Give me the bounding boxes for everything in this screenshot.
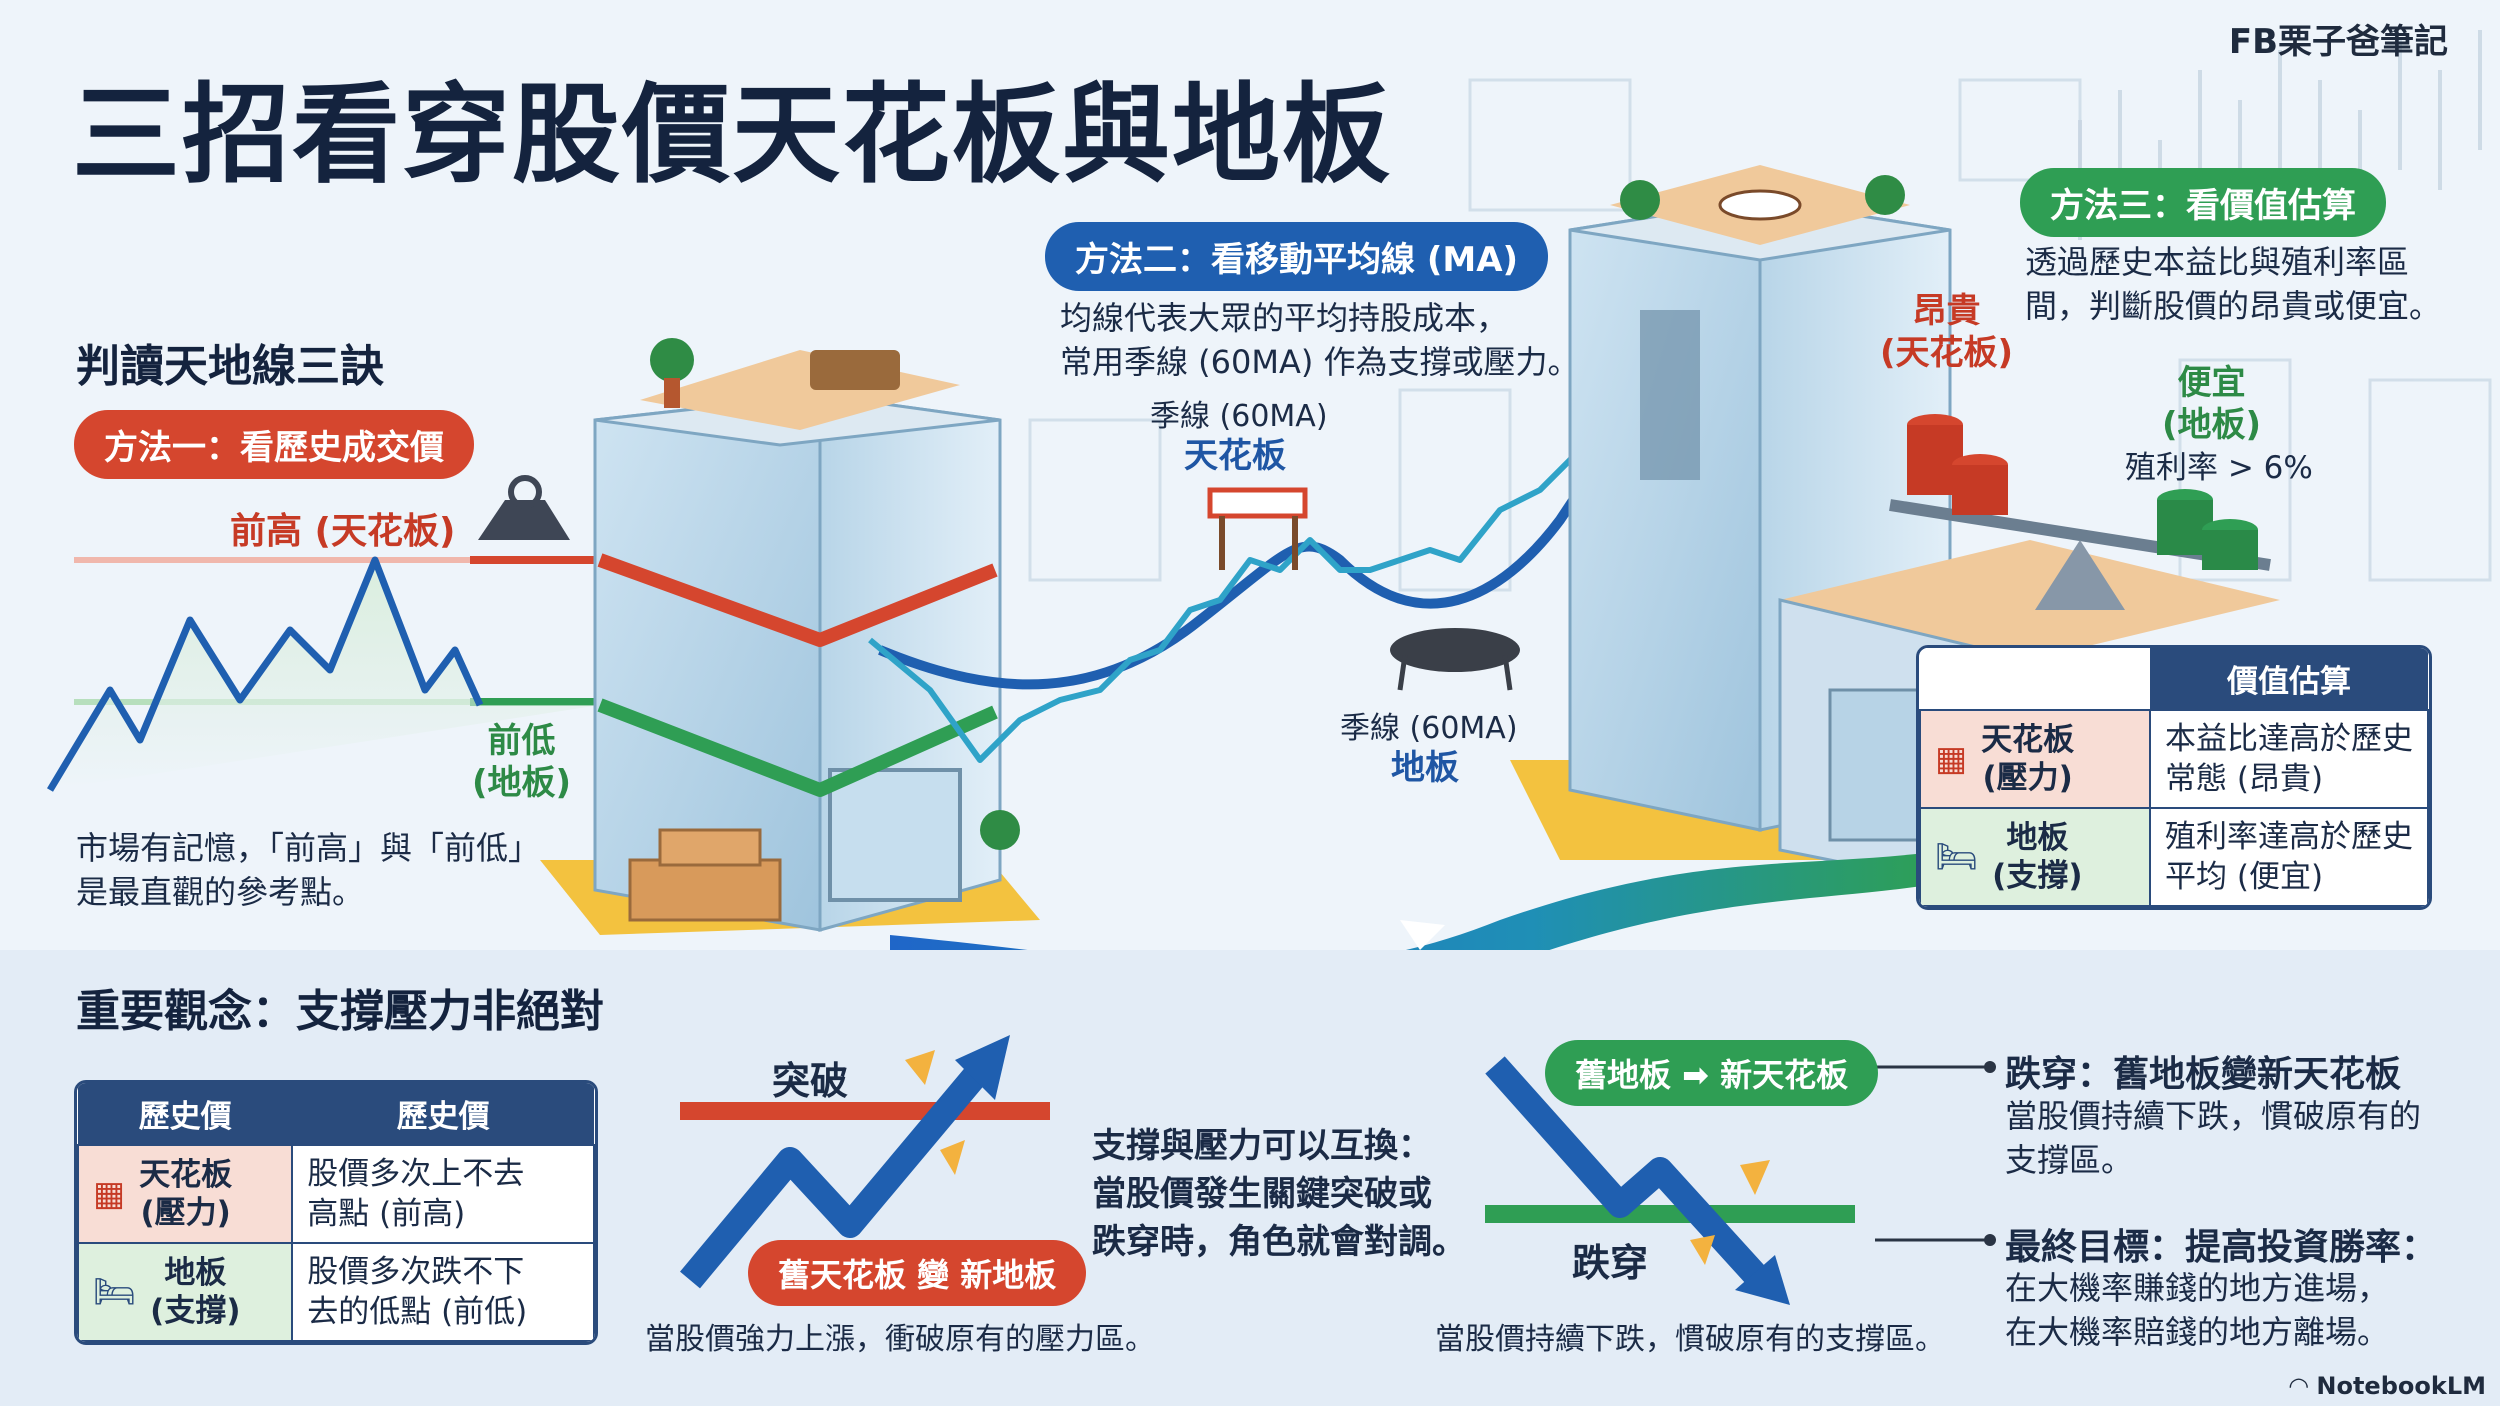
concept-row-text: 股價多次上不去 高點 (前高) — [291, 1144, 595, 1244]
section1-heading: 判讀天地線三訣 — [76, 341, 384, 392]
method3-label: 方法三：看價值估算 — [2020, 168, 2386, 237]
concept-table-header: 歷史價 — [292, 1083, 594, 1145]
breakdown-caption: 當股價持續下跌，慣破原有的支撐區。 — [1435, 1322, 1945, 1357]
value-row-label: 地板 (支撐) — [1992, 820, 2083, 894]
concept-row-label: 地板 (支撐) — [150, 1255, 241, 1329]
value-row-label: 天花板 (壓力) — [1981, 722, 2075, 796]
breakout-label: 突破 — [772, 1059, 849, 1103]
trampoline-icon — [1390, 628, 1520, 691]
expensive-label: 昂貴 (天花板) — [1880, 291, 2014, 373]
breakout-diagram — [680, 1035, 1050, 1289]
barrier-icon — [1207, 487, 1308, 570]
brand-label: FB栗子爸筆記 — [2228, 22, 2448, 62]
history-chart — [46, 556, 610, 792]
cheap-label: 便宜 (地板) — [2162, 363, 2262, 445]
breakdown-diagram — [1485, 1056, 1855, 1305]
ma-ceiling-line1: 季線 (60MA) — [1150, 399, 1328, 434]
ma-floor-label: 季線 (60MA) 地板 — [1340, 710, 1518, 788]
page-title: 三招看穿股價天花板與地板 — [72, 73, 1393, 198]
old-ceiling-new-floor: 舊天花板 變 新地板 — [748, 1240, 1087, 1306]
concept-table: 歷史價 歷史價 ▦ 天花板 (壓力) 股價多次上不去 高點 (前高) 🛏 地板 … — [74, 1080, 598, 1345]
breakdown-desc: 當股價持續下跌，慣破原有的 支撐區。 — [2005, 1097, 2422, 1179]
prev-high-label: 前高 (天花板) — [230, 511, 456, 552]
bed-icon: 🛏 — [1935, 837, 1979, 877]
breakdown-title: 跌穿：舊地板變新天花板 — [2005, 1054, 2402, 1095]
breakout-caption: 當股價強力上漲，衝破原有的壓力區。 — [645, 1322, 1155, 1357]
notebook-icon: ◠ — [2289, 1372, 2309, 1400]
green-coins-icon — [2157, 489, 2258, 570]
bottom-illustration — [680, 1035, 1996, 1305]
old-floor-new-ceiling: 舊地板 ➡ 新天花板 — [1545, 1040, 1879, 1106]
concept-row-label: 天花板 (壓力) — [139, 1157, 233, 1231]
goal-title: 最終目標：提高投資勝率： — [2005, 1227, 2438, 1268]
ma-floor-line1: 季線 (60MA) — [1340, 711, 1518, 746]
ma-ceiling-label: 季線 (60MA) 天花板 — [1150, 398, 1328, 476]
concept-heading: 重要觀念：支撐壓力非絕對 — [76, 986, 604, 1037]
breakdown-label: 跌穿 — [1572, 1241, 1649, 1285]
bed-icon: 🛏 — [93, 1272, 137, 1312]
method1-label: 方法一：看歷史成交價 — [74, 410, 474, 479]
right-building — [1510, 165, 2280, 902]
footer-label: NotebookLM — [2316, 1372, 2486, 1400]
concept-row-text: 股價多次跌不下 去的低點 (前低) — [291, 1242, 595, 1342]
building-bars — [597, 553, 998, 797]
swap-text: 支撐與壓力可以互換： 當股價發生關鍵突破或 跌穿時，角色就會對調。 — [1092, 1126, 1466, 1262]
value-row-text: 殖利率達高於歷史 平均 (便宜) — [2149, 807, 2429, 907]
weight-icon — [478, 475, 570, 540]
ma-floor-line2: 地板 — [1391, 748, 1459, 788]
method2-desc: 均線代表大眾的平均持股成本， 常用季線 (60MA) 作為支撐或壓力。 — [1060, 299, 1580, 381]
bricks-icon: ▦ — [93, 1174, 126, 1214]
concept-table-header: 歷史價 — [78, 1083, 293, 1145]
bricks-icon: ▦ — [1935, 739, 1968, 779]
goal-desc: 在大機率賺錢的地方進場， 在大機率賠錢的地方離場。 — [2005, 1269, 2390, 1351]
method2-label: 方法二：看移動平均線 (MA) — [1045, 222, 1549, 291]
footer-brand: ◠ NotebookLM — [2290, 1372, 2486, 1400]
prev-low-label: 前低 (地板) — [472, 721, 572, 803]
red-coins-icon — [1907, 414, 2008, 515]
section1-desc: 市場有記憶，「前高」與「前低」 是最直觀的參考點。 — [76, 829, 541, 911]
value-table-header: 價值估算 — [2150, 648, 2428, 710]
method3-desc: 透過歷史本益比與殖利率區 間，判斷股價的昂貴或便宜。 — [2025, 243, 2442, 325]
ma-ceiling-line2: 天花板 — [1184, 436, 1286, 476]
yield-label: 殖利率 > 6% — [2125, 450, 2313, 486]
value-row-text: 本益比達高於歷史 常態 (昂貴) — [2149, 709, 2429, 809]
value-table: 價值估算 ▦ 天花板 (壓力) 本益比達高於歷史 常態 (昂貴) 🛏 地板 (支… — [1916, 645, 2432, 910]
background-city — [1028, 78, 2492, 592]
